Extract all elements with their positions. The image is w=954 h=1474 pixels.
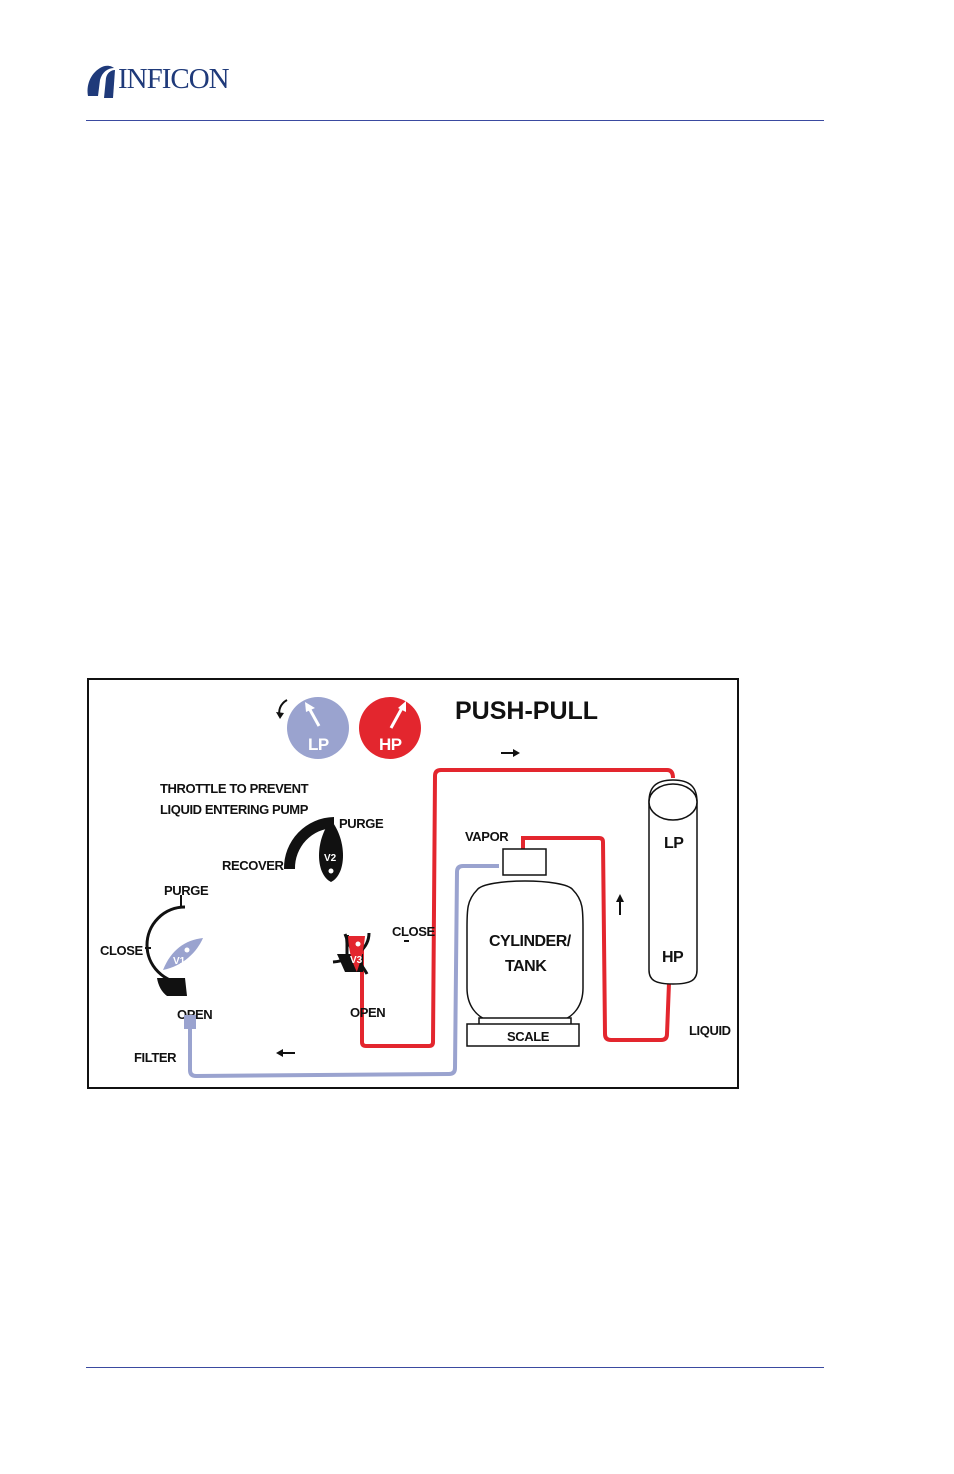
throttle-note-line2: LIQUID ENTERING PUMP [160,802,309,817]
scale: SCALE [467,1024,579,1046]
vapor-label: VAPOR [465,829,509,844]
tank-hp-label: HP [662,949,684,966]
push-pull-diagram: PUSH-PULL LP HP [87,678,739,1089]
v1-purge-label: PURGE [164,883,209,898]
v1-close-label: CLOSE [100,943,144,958]
lp-gauge: LP [287,697,349,759]
filter-label: FILTER [134,1050,177,1065]
v3-close-label: CLOSE [392,924,436,939]
v2-purge-label: PURGE [339,816,384,831]
v3-open-label: OPEN [350,1005,385,1020]
v1-label: V1 [173,956,186,967]
diagram-title: PUSH-PULL [455,697,598,725]
header-rule [86,120,824,121]
hp-gauge-label: HP [379,735,402,754]
cylinder-label-line1: CYLINDER/ [489,933,572,950]
liquid-label: LIQUID [689,1023,731,1038]
filter-icon [184,1015,196,1029]
footer-rule [86,1367,824,1368]
scale-label: SCALE [507,1029,550,1044]
v3-label: V3 [350,955,363,966]
hp-gauge: HP [359,697,421,759]
throttle-note-line1: THROTTLE TO PREVENT [160,781,309,796]
tank-lp-label: LP [664,835,684,852]
lp-gauge-label: LP [308,735,329,754]
lp-hp-storage-tank: LP HP [649,780,697,984]
v2-label: V2 [324,853,337,864]
logo-text: INFICON [118,64,229,94]
cylinder-label-line2: TANK [505,958,547,975]
v2-recover-label: RECOVER [222,858,285,873]
